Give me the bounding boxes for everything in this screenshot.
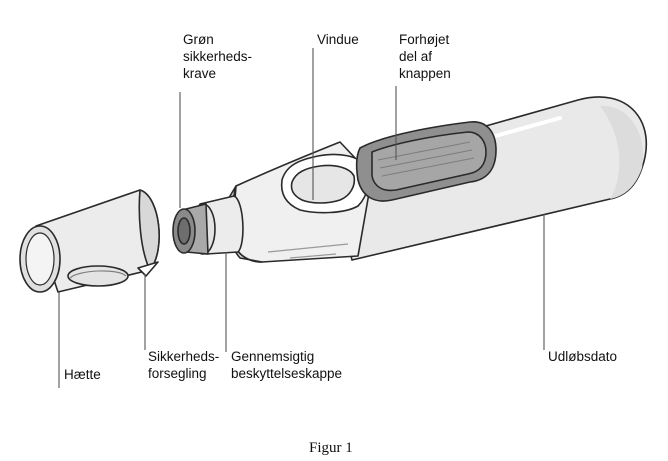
label-cap: Hætte [64, 367, 101, 382]
label-safety-seal: Sikkerheds- forsegling [148, 348, 219, 382]
label-raised-button-line-1: Forhøjet [399, 32, 450, 47]
label-green-collar-line-3: krave [183, 66, 217, 81]
button-shape [355, 121, 497, 202]
label-needle-cover-line-2: beskyttelseskappe [231, 366, 343, 381]
cap-shape [19, 189, 160, 293]
label-raised-button-line-2: del af [399, 49, 433, 64]
label-safety-seal-line-2: forsegling [148, 366, 207, 381]
label-expiry-date: Udløbsdato [548, 349, 618, 364]
leader-lines [58, 48, 545, 388]
green-collar-shape [172, 203, 209, 255]
label-green-collar-line-1: Grøn [183, 32, 214, 47]
figure-caption: Figur 1 [309, 440, 353, 456]
label-needle-cover-line-1: Gennemsigtig [231, 349, 315, 364]
label-safety-seal-line-1: Sikkerheds- [148, 349, 220, 364]
label-green-collar-line-2: sikkerheds- [183, 49, 253, 64]
label-green-collar: Grøn sikkerheds- krave [183, 31, 252, 82]
label-raised-button-line-3: knappen [399, 66, 451, 81]
label-raised-button: Forhøjet del af knappen [399, 31, 451, 82]
window-shape [280, 153, 370, 214]
label-window: Vindue [317, 32, 359, 47]
label-needle-cover: Gennemsigtig beskyttelseskappe [231, 348, 342, 382]
